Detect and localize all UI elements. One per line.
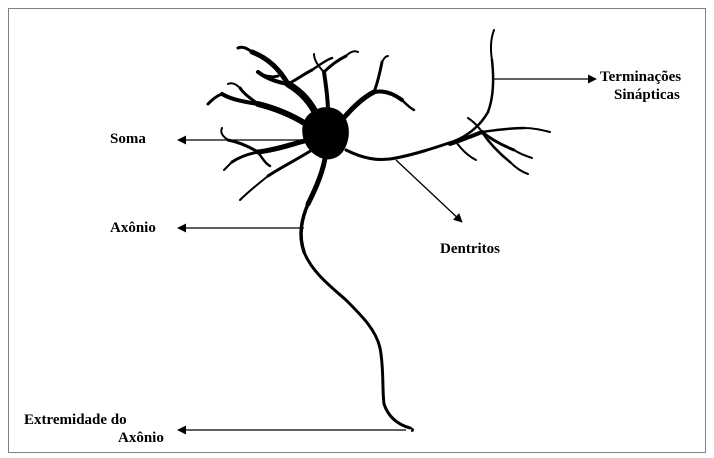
label-soma: Soma <box>110 130 146 148</box>
axon <box>301 152 413 431</box>
label-terminacoes-line2: Sinápticas <box>614 86 680 104</box>
label-terminacoes-line1: Terminações <box>600 68 681 86</box>
label-extremidade-line2: Axônio <box>118 429 164 447</box>
arrow-dentritos <box>396 160 462 222</box>
label-dentritos: Dentritos <box>440 240 500 258</box>
terminal-branches <box>450 118 550 174</box>
annotations <box>178 79 596 430</box>
label-extremidade-line1: Extremidade do <box>24 411 127 429</box>
label-axonio: Axônio <box>110 219 156 237</box>
